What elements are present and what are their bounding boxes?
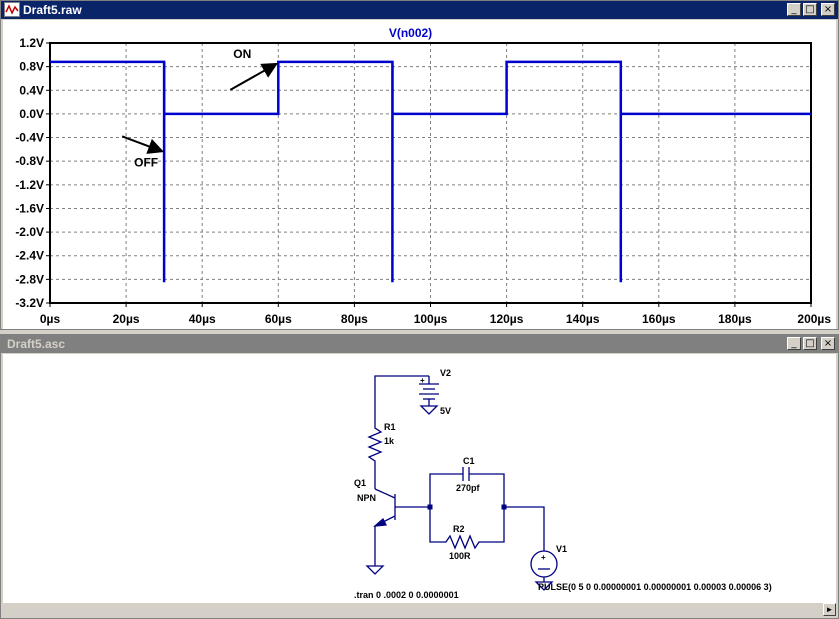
y-tick-label: 1.2V [19,36,44,50]
r2-resistor-symbol[interactable] [429,507,505,550]
r2-value: 100R [449,551,471,561]
schematic-canvas[interactable]: + + V2 5V R1 1k Q1 NPN C1 270pf R2 100R … [3,354,836,602]
v2-value: 5V [440,406,451,416]
junction-dot [427,504,433,510]
scroll-right-arrow-icon[interactable]: ► [823,603,836,616]
v2-battery-symbol[interactable] [419,376,439,406]
close-button[interactable]: × [821,3,835,16]
waveform-icon [4,2,20,17]
annotations: ON OFF [121,47,279,169]
horizontal-scrollbar[interactable]: ► [3,602,836,616]
x-tick-label: 20µs [113,312,140,326]
x-tick-label: 180µs [718,312,752,326]
v2-label: V2 [440,368,451,378]
plot-window-title: Draft5.raw [23,3,82,17]
r2-label: R2 [453,524,465,534]
r1-label: R1 [384,422,396,432]
waveform-chart[interactable]: V(n002) 1.2V 0.8V 0.4V 0.0V -0.4V -0.8V -1.2V -… [3,20,836,329]
ground-symbol [419,405,439,415]
y-tick-label: -2.0V [15,225,44,239]
plus-mark: + [420,376,425,385]
r1-value: 1k [384,436,395,446]
y-tick-label: -2.8V [15,272,44,286]
y-tick-label: -0.4V [15,131,44,145]
y-tick-label: 0.8V [19,60,44,74]
schematic-window[interactable]: Draft5.asc _ □ × [0,334,839,619]
y-tick-label: -1.2V [15,178,44,192]
maximize-button[interactable]: □ [803,3,817,16]
y-tick-label: -1.6V [15,201,44,215]
y-tick-label: -2.4V [15,249,44,263]
x-tick-label: 120µs [490,312,524,326]
series-group [50,60,811,283]
ground-symbol [534,581,554,591]
annotation-label-off: OFF [134,155,158,169]
x-tick-labels: 0µs 20µs 40µs 60µs 80µs 100µs 120µs 140µs 160µs 1… [40,303,831,326]
x-tick-label: 100µs [414,312,448,326]
maximize-button[interactable]: □ [803,337,817,350]
minimize-button[interactable]: _ [787,3,801,16]
y-tick-label: -0.8V [15,154,44,168]
waveform-viewer[interactable]: V(n002) 1.2V 0.8V 0.4V 0.0V -0.4V -0.8V -1.2V -… [3,20,836,329]
x-tick-label: 160µs [642,312,676,326]
chart-title: V(n002) [389,26,432,40]
v1-label: V1 [556,544,567,554]
close-button[interactable]: × [821,337,835,350]
annotation-label-on: ON [233,47,251,61]
r1-resistor-symbol[interactable] [367,424,383,474]
q1-transistor-symbol[interactable] [373,474,430,566]
series-line-v-n002[interactable] [50,60,811,283]
schematic-window-titlebar[interactable]: Draft5.asc _ □ × [1,335,838,353]
plot-window-titlebar[interactable]: Draft5.raw _ □ × [1,1,838,19]
x-tick-label: 60µs [265,312,292,326]
x-tick-label: 140µs [566,312,600,326]
annotation-arrow [229,62,279,91]
c1-value: 270pf [456,483,481,493]
plus-mark: + [541,553,546,562]
wire[interactable] [504,506,545,582]
y-tick-label: 0.4V [19,83,44,97]
v1-voltage-source-symbol[interactable] [530,550,558,578]
q1-type: NPN [357,493,376,503]
ground-symbol [365,565,385,575]
spice-directive[interactable]: .tran 0 .0002 0 0.0000001 [354,590,459,600]
junction-dot [501,504,507,510]
schematic-drawing[interactable]: + + V2 5V R1 1k Q1 NPN C1 270pf R2 100R … [3,354,836,602]
chart-grid [50,43,811,303]
x-tick-label: 40µs [189,312,216,326]
y-tick-labels: 1.2V 0.8V 0.4V 0.0V -0.4V -0.8V -1.2V -1.6V -2.0… [15,36,50,310]
c1-label: C1 [463,456,475,466]
v1-value: PULSE(0 5 0 0.00000001 0.00000001 0.0000… [538,582,772,592]
x-tick-label: 0µs [40,312,61,326]
minimize-button[interactable]: _ [787,337,801,350]
y-tick-label: 0.0V [19,107,44,121]
x-tick-label: 200µs [797,312,831,326]
q1-label: Q1 [354,478,366,488]
wire[interactable] [374,375,429,424]
x-tick-label: 80µs [341,312,368,326]
y-tick-label: -3.2V [15,296,44,310]
plot-window[interactable]: Draft5.raw _ □ × V(n002) 1.2V 0.8V 0.4V 0.0… [0,0,839,330]
schematic-window-title: Draft5.asc [7,337,66,351]
annotation-arrow [121,135,165,154]
c1-capacitor-symbol[interactable] [429,467,505,507]
